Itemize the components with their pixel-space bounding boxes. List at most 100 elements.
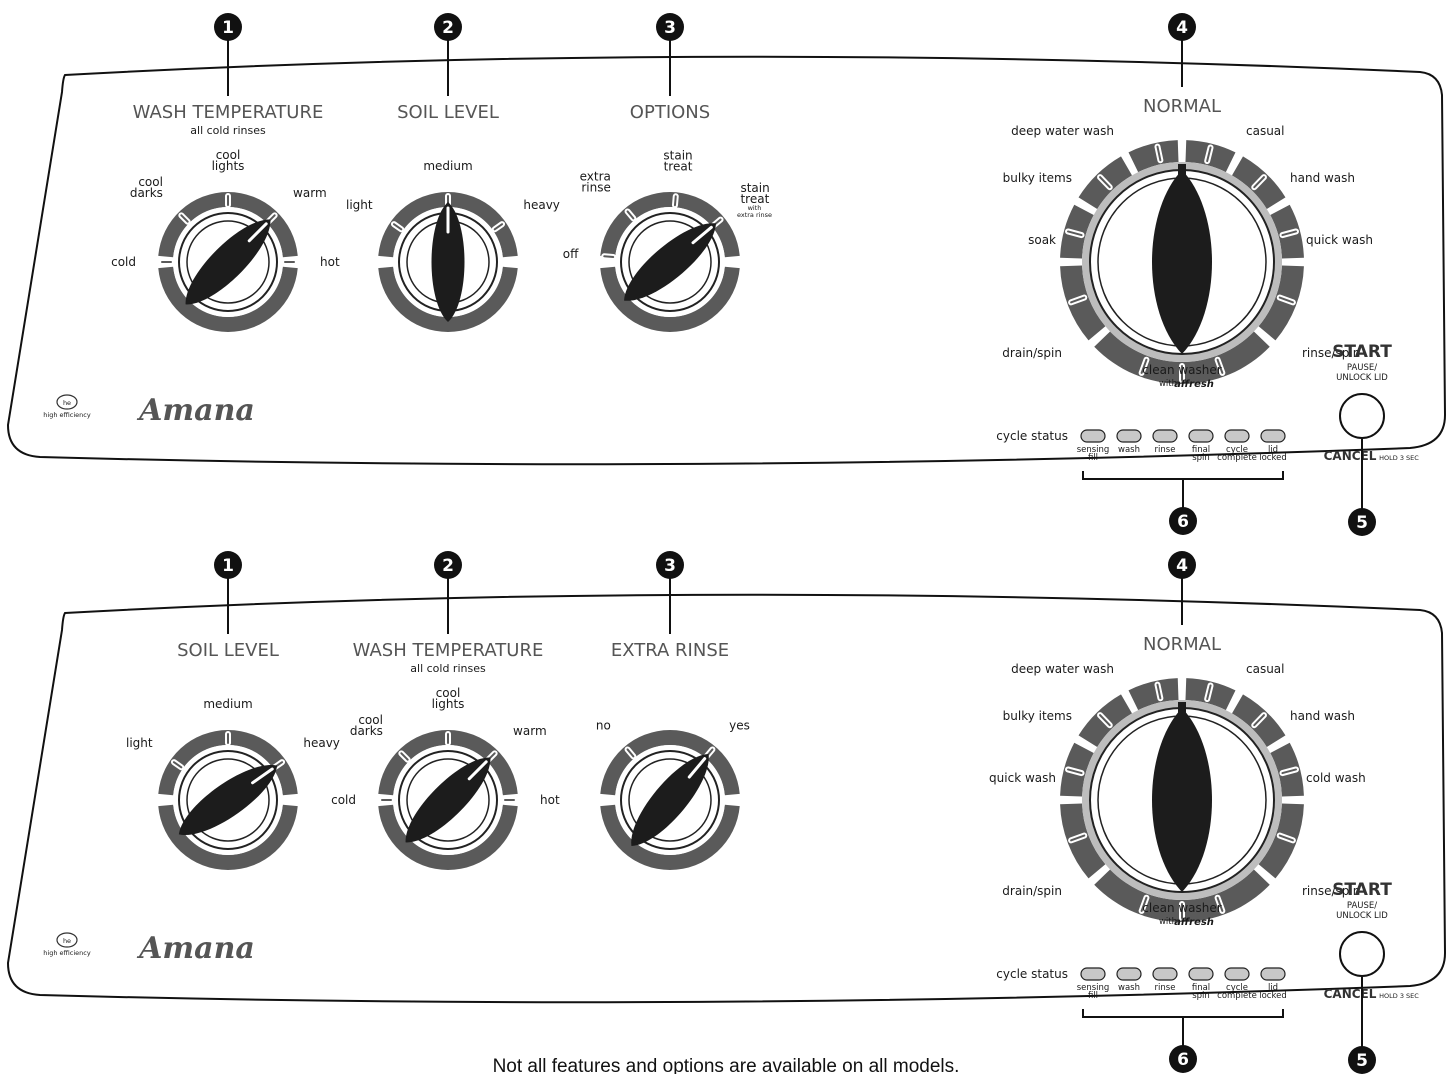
- dial-ring-bottom: [600, 266, 740, 333]
- cycle-label: deep water wash: [1011, 662, 1114, 676]
- cycle-marker-core: [1140, 358, 1148, 374]
- position-label: medium: [423, 159, 472, 173]
- cycle-label: rinse/spin: [1302, 346, 1360, 360]
- cycle-ring-segment: [1094, 869, 1270, 922]
- status-led-label: wash: [1118, 983, 1140, 993]
- position-label: cold: [111, 255, 136, 269]
- amana-logo: Amana: [136, 393, 255, 428]
- status-led-label: rinse: [1155, 983, 1176, 993]
- dial-inner-rim: [628, 220, 712, 304]
- cycle-marker-core: [1281, 768, 1297, 775]
- callout-badge: [656, 13, 684, 41]
- position-marker-core: [673, 195, 677, 207]
- dial-ring-top: [600, 191, 740, 258]
- control-title: WASH TEMPERATURE: [353, 640, 544, 661]
- callout-badge: [1348, 508, 1376, 536]
- status-bracket: [1082, 471, 1284, 480]
- cycle-label: quick wash: [1306, 233, 1373, 247]
- position-marker-core: [603, 255, 615, 259]
- start-button[interactable]: [1339, 393, 1385, 439]
- control-title: OPTIONS: [630, 102, 710, 123]
- callout-badge: [1168, 13, 1196, 41]
- pause-label: PAUSE/: [1347, 363, 1377, 373]
- status-led: [1224, 967, 1250, 981]
- affresh-logo: affresh: [1174, 379, 1214, 390]
- cycle-ring-segment: [1128, 678, 1179, 711]
- callout-number: 1: [222, 18, 234, 38]
- callout-number: 2: [442, 18, 454, 38]
- status-led: [1260, 429, 1286, 443]
- position-label: warm: [513, 724, 547, 738]
- footer-note: Not all features and options are availab…: [493, 1056, 960, 1074]
- position-label: warm: [293, 186, 327, 200]
- cycle-marker-core: [1156, 683, 1162, 700]
- callout-badge: [1169, 1045, 1197, 1073]
- dial-ring-bottom: [158, 266, 298, 333]
- cycle-label: bulky items: [1003, 171, 1072, 185]
- position-label: yes: [729, 719, 750, 733]
- he-logo-text: he: [63, 937, 71, 945]
- cycle-status-label: cycle status: [996, 429, 1068, 443]
- position-marker-core: [392, 223, 403, 231]
- callout-number: 1: [222, 556, 234, 576]
- cycle-marker-core: [1099, 176, 1111, 189]
- cycle-ring-segment: [1060, 265, 1106, 341]
- cycle-label: rinse/spin: [1302, 884, 1360, 898]
- callout-badge: [1169, 507, 1197, 535]
- cycle-label: deep water wash: [1011, 124, 1114, 138]
- cycle-marker-core: [1216, 358, 1224, 374]
- dial-ring-top: [378, 191, 518, 258]
- cycle-marker-core: [1278, 834, 1294, 842]
- cycle-knob-icon: [1152, 708, 1212, 892]
- dial-inner-rim: [186, 758, 270, 842]
- callout-number: 3: [664, 18, 676, 38]
- position-marker-core: [400, 752, 409, 761]
- dial-ring-bottom: [600, 804, 740, 871]
- dial-rim: [178, 212, 278, 312]
- cycle-label: casual: [1246, 124, 1285, 138]
- cycle-label-clean-washer: clean washer: [1142, 363, 1221, 377]
- knob-pointer-icon: [178, 765, 278, 835]
- knob-indicator: [467, 760, 488, 781]
- callout-badge: [214, 551, 242, 579]
- status-led: [1116, 429, 1142, 443]
- cycle-knob-notch: [1178, 702, 1186, 714]
- cycle-marker-core: [1070, 834, 1086, 842]
- knob-indicator: [247, 222, 268, 243]
- cycle-status-label: cycle status: [996, 967, 1068, 981]
- status-led: [1116, 967, 1142, 981]
- hold-label: HOLD 3 SEC: [1379, 454, 1419, 462]
- position-label: hot: [320, 255, 340, 269]
- knob-pointer-icon: [624, 223, 716, 301]
- start-button[interactable]: [1339, 931, 1385, 977]
- callout-badge: [434, 13, 462, 41]
- high-efficiency-label: high efficiency: [43, 411, 91, 419]
- callout-badge: [434, 551, 462, 579]
- dial-ring-top: [378, 729, 518, 796]
- cycle-label-with: with: [1159, 379, 1177, 389]
- callout-number: 2: [442, 556, 454, 576]
- position-label: heavy: [303, 736, 340, 750]
- status-bracket: [1082, 1009, 1284, 1018]
- position-label: off: [563, 247, 579, 261]
- callout-number: 6: [1177, 1050, 1189, 1070]
- cycle-marker-core: [1206, 684, 1212, 701]
- status-led-label: rinse: [1155, 445, 1176, 455]
- start-label: START: [1332, 880, 1392, 900]
